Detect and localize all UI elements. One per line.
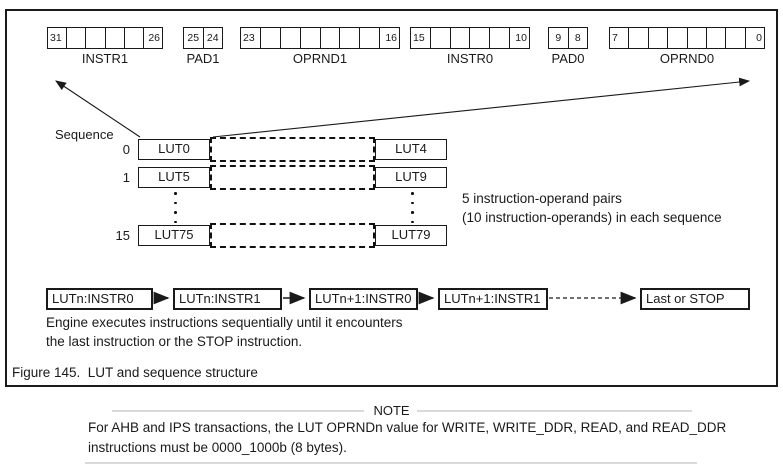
lut-dashed-span <box>210 165 375 190</box>
bit-cell: 23 <box>243 32 255 44</box>
flow-box: LUTn+1:INSTR1 <box>438 288 548 310</box>
figure-frame <box>5 9 778 387</box>
note-text-line2: instructions must be 0000_1000b (8 bytes… <box>88 440 347 455</box>
bit-cell <box>279 28 300 48</box>
bit-cell: 25 <box>187 32 200 44</box>
bit-cell: 8 <box>567 28 588 48</box>
flow-box: LUTn:INSTR0 <box>46 288 153 310</box>
bit-cell <box>647 28 667 48</box>
flow-box: LUTn+1:INSTR0 <box>309 288 418 310</box>
bit-cell <box>489 28 509 48</box>
sequence-row-index: 15 <box>115 228 130 243</box>
bitfield-label: PAD0 <box>551 51 585 66</box>
bit-cell <box>339 28 359 48</box>
bit-cell <box>725 28 744 48</box>
bitfield-label: PAD1 <box>186 51 220 66</box>
note-text-line1: For AHB and IPS transactions, the LUT OP… <box>88 420 727 435</box>
bit-cell <box>469 28 489 48</box>
bit-cell <box>299 28 320 48</box>
flow-description: Engine executes instructions sequentiall… <box>46 313 402 351</box>
bit-cell <box>85 28 104 48</box>
bit-cell: 26 <box>142 28 162 48</box>
bit-cell <box>104 28 124 48</box>
bit-cell <box>123 28 143 48</box>
bitfield-pad1: 25 24 PAD1 <box>183 27 223 66</box>
bit-cell <box>686 28 706 48</box>
bit-cell <box>319 28 340 48</box>
bitfield-cells: 23 16 <box>240 27 400 49</box>
lut-box: LUT5 <box>138 167 210 188</box>
bit-cell: 9 <box>555 32 562 44</box>
note-rule-left <box>112 410 364 412</box>
bit-cell <box>705 28 725 48</box>
ellipsis-dots <box>174 192 177 223</box>
ellipsis-dots <box>411 192 414 223</box>
bitfield-pad0: 9 8 PAD0 <box>548 27 588 66</box>
annotation-line: 5 instruction-operand pairs <box>462 191 622 206</box>
lut-box: LUT4 <box>375 139 447 160</box>
lut-dashed-span <box>210 223 375 248</box>
lut-box: LUT9 <box>375 167 447 188</box>
bitfield-cells: 31 26 <box>47 27 163 49</box>
bit-cell: 10 <box>509 28 529 48</box>
bitfield-oprnd0: 7 0 OPRND0 <box>609 27 765 66</box>
flow-box: LUTn:INSTR1 <box>173 288 282 310</box>
note-rule-right <box>417 410 692 412</box>
annotation-line: (10 instruction-operands) in each sequen… <box>462 210 722 225</box>
sequence-annotation: 5 instruction-operand pairs (10 instruct… <box>462 189 722 227</box>
bit-cell: 0 <box>744 28 764 48</box>
bit-cell: 7 <box>612 32 618 44</box>
bitfield-instr1: 31 26 INSTR1 <box>47 27 163 66</box>
lut-box: LUT79 <box>375 225 447 246</box>
bit-cell: 24 <box>202 28 223 48</box>
bit-cell <box>449 28 470 48</box>
bitfield-cells: 15 10 <box>410 27 530 49</box>
lut-box: LUT75 <box>138 225 210 246</box>
bitfield-cells: 25 24 <box>183 27 223 49</box>
flow-box: Last or STOP <box>640 288 750 310</box>
bitfield-label: INSTR1 <box>81 51 129 66</box>
bitfield-label: OPRND0 <box>659 51 715 66</box>
sequence-row-index: 0 <box>122 142 130 157</box>
bitfield-oprnd1: 23 16 OPRND1 <box>240 27 400 66</box>
lut-dashed-span <box>210 137 375 162</box>
bit-cell <box>66 28 85 48</box>
bit-cell: 16 <box>379 28 399 48</box>
bit-cell <box>359 28 379 48</box>
bitfield-cells: 9 8 <box>548 27 588 49</box>
bitfield-label: OPRND1 <box>292 51 348 66</box>
bit-cell: 15 <box>413 32 425 44</box>
bit-cell <box>628 28 647 48</box>
flow-description-line: Engine executes instructions sequentiall… <box>46 315 403 330</box>
bitfield-instr0: 15 10 INSTR0 <box>410 27 530 66</box>
bit-cell <box>429 28 450 48</box>
bit-cell <box>667 28 686 48</box>
bit-cell <box>259 28 280 48</box>
lut-box: LUT0 <box>138 139 210 160</box>
bit-cell: 31 <box>50 32 62 44</box>
sequence-row-index: 1 <box>122 170 130 185</box>
note-title: NOTE <box>373 403 410 418</box>
bitfield-cells: 7 0 <box>609 27 765 49</box>
figure-caption: Figure 145. LUT and sequence structure <box>12 365 258 380</box>
flow-description-line: the last instruction or the STOP instruc… <box>46 334 303 349</box>
bitfield-label: INSTR0 <box>446 51 494 66</box>
note-rule-bottom <box>85 462 697 464</box>
